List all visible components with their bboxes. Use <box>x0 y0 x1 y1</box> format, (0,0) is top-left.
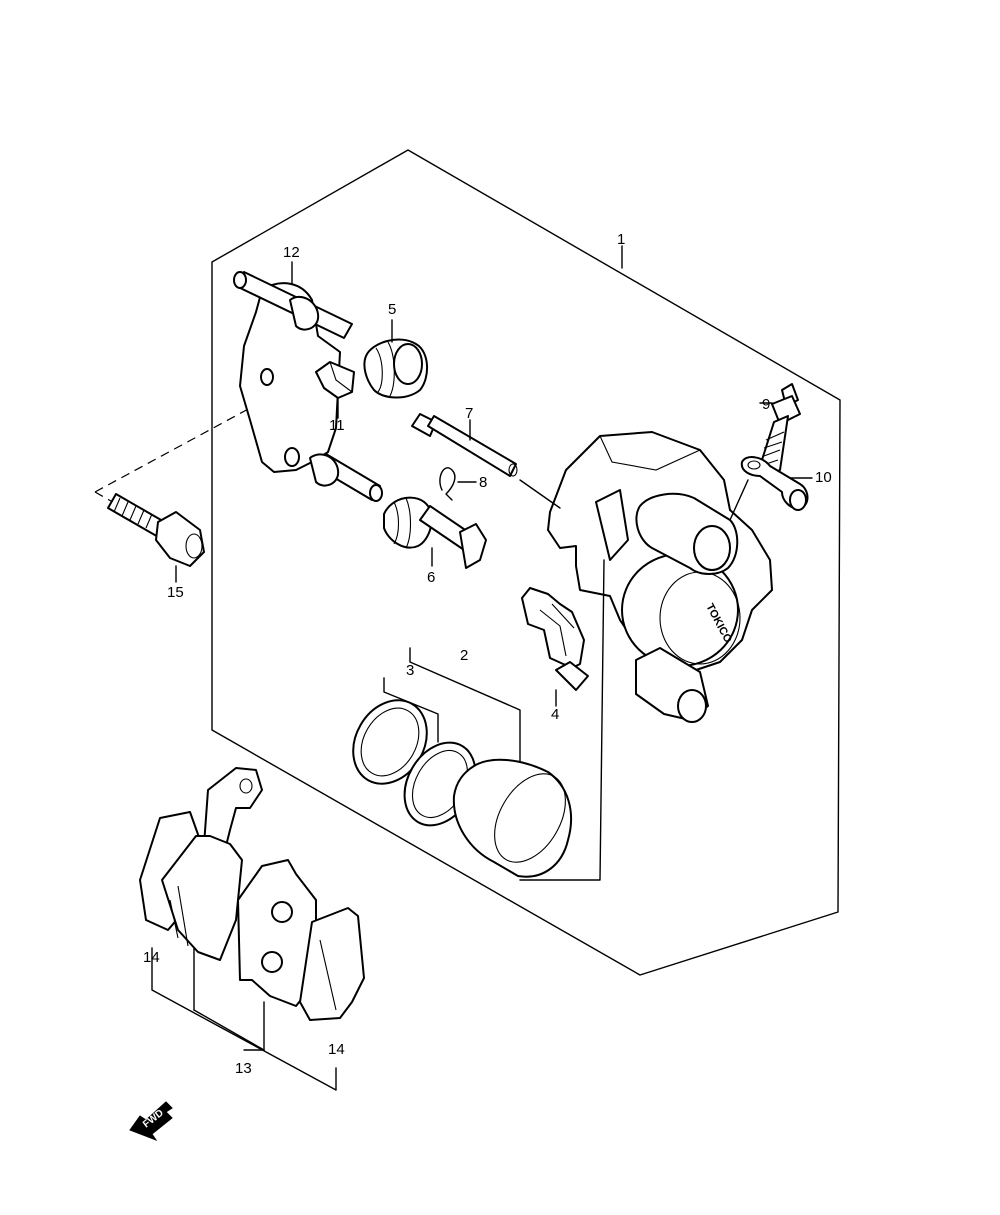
callout-12: 12 <box>283 244 300 261</box>
callout-13: 13 <box>235 1060 252 1077</box>
slide-pin <box>411 413 518 477</box>
callout-9: 9 <box>762 396 770 413</box>
brake-pad-set <box>139 767 365 1091</box>
pad-spring <box>521 587 589 707</box>
caliper-boot-upper <box>363 319 428 399</box>
caliper-body <box>519 431 773 723</box>
mounting-bolt <box>107 493 205 583</box>
callout-7: 7 <box>465 405 473 422</box>
retaining-clip <box>439 467 477 501</box>
callout-6: 6 <box>427 569 435 586</box>
callout-2: 2 <box>460 647 468 664</box>
callout-4: 4 <box>551 706 559 723</box>
caliper-bracket <box>233 261 383 502</box>
assembly-frame <box>211 149 841 976</box>
bracket-clip <box>315 361 355 419</box>
bleeder-screw <box>759 383 801 475</box>
callout-5: 5 <box>388 301 396 318</box>
forward-arrow: FWD <box>129 1101 173 1142</box>
callout-3: 3 <box>406 662 414 679</box>
callout-11: 11 <box>329 417 345 434</box>
callout-14a: 14 <box>143 949 160 966</box>
callout-15: 15 <box>167 584 184 601</box>
bleeder-cap <box>740 456 813 511</box>
callout-10: 10 <box>815 469 832 486</box>
callout-1: 1 <box>617 231 625 248</box>
slide-pin-with-boot <box>383 496 487 569</box>
callout-14b: 14 <box>328 1041 345 1058</box>
callout-labels: 1 2 3 4 5 6 7 8 9 10 11 12 13 14 14 15 <box>143 231 832 1077</box>
piston-seal-set <box>352 559 605 881</box>
callout-8: 8 <box>479 474 487 491</box>
